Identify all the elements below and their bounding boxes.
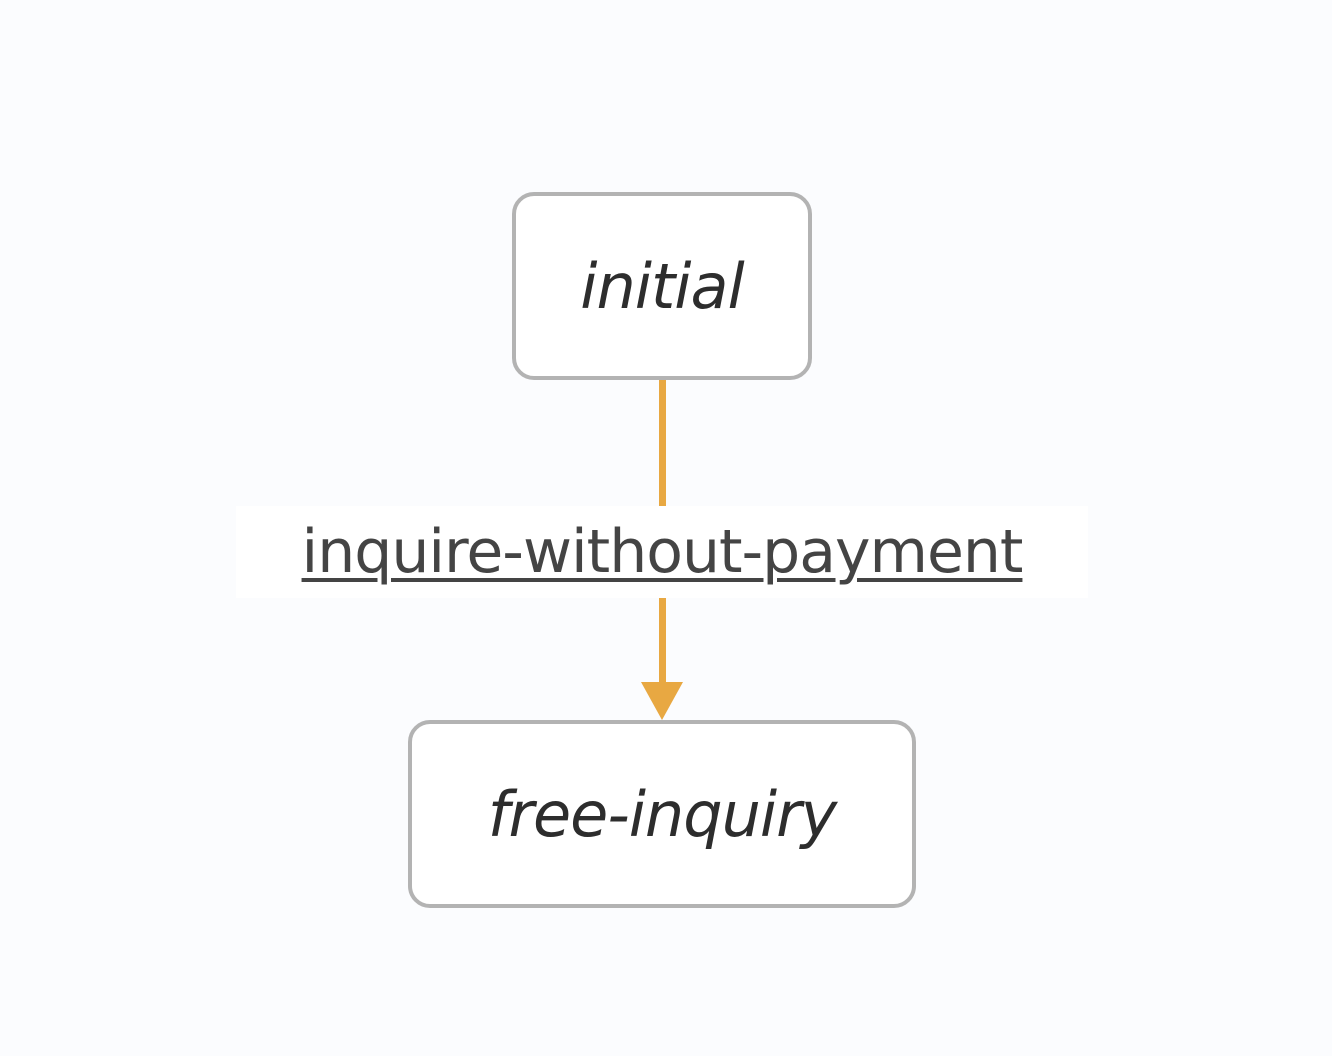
state-label-free-inquiry: free-inquiry [487,777,838,851]
state-node-initial[interactable]: initial [512,192,812,380]
transition-line-bottom [659,598,666,688]
state-label-initial: initial [580,249,744,323]
arrowhead-icon [641,682,683,720]
state-node-free-inquiry[interactable]: free-inquiry [408,720,916,908]
transition-line-top [659,380,666,506]
transition-label-inquire-without-payment[interactable]: inquire-without-payment [236,506,1088,598]
